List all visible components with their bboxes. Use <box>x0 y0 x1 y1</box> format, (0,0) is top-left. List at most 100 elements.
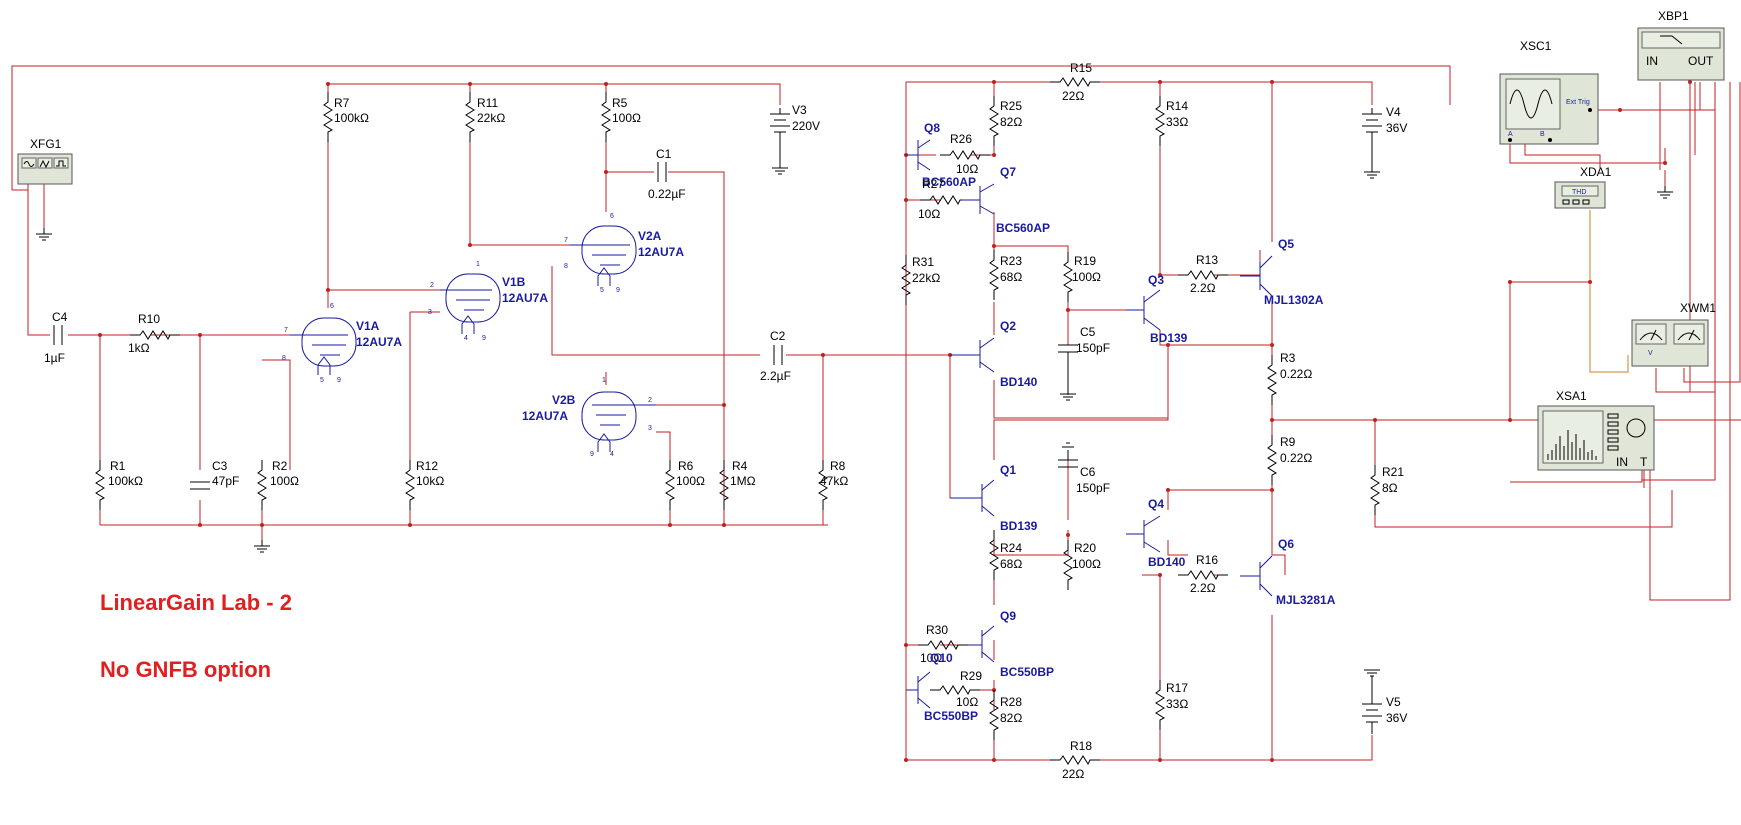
xbp1-in: IN <box>1646 54 1658 68</box>
q4-ref: Q4 <box>1148 497 1164 511</box>
resistor-r4: R4 1MΩ <box>719 459 756 511</box>
svg-text:2: 2 <box>648 397 652 404</box>
r14-value: 33Ω <box>1166 115 1188 129</box>
r23-value: 68Ω <box>1000 270 1022 284</box>
r11-value: 22kΩ <box>477 111 505 125</box>
xbp1-out: OUT <box>1688 54 1714 68</box>
v5-value: 36V <box>1386 711 1407 725</box>
xda1-label: XDA1 <box>1580 165 1612 179</box>
v2b-value: 12AU7A <box>522 409 568 423</box>
r5-ref: R5 <box>612 96 628 110</box>
xsc1-label: XSC1 <box>1520 39 1552 53</box>
q2-ref: Q2 <box>1000 319 1016 333</box>
xsc1-b: B <box>1540 131 1545 138</box>
resistor-r30: R30 10Ω <box>917 623 969 665</box>
resistor-r1: R1 100kΩ <box>95 459 143 511</box>
r21-value: 8Ω <box>1382 481 1398 495</box>
r17-value: 33Ω <box>1166 697 1188 711</box>
transistor-q8: Q8 BC560AP <box>906 121 976 189</box>
r21-ref: R21 <box>1382 465 1404 479</box>
q8-ref: Q8 <box>924 121 940 135</box>
r20-value: 100Ω <box>1072 557 1101 571</box>
r14-ref: R14 <box>1166 99 1188 113</box>
capacitor-c3: C3 47pF <box>190 459 239 490</box>
resistor-r15: R15 22Ω <box>1049 61 1101 103</box>
r27-ref: R27 <box>922 177 944 191</box>
transistor-q3: Q3 BD139 <box>1126 273 1188 345</box>
q1-value: BD139 <box>1000 519 1038 533</box>
r28-ref: R28 <box>1000 695 1022 709</box>
oscilloscope-xsc1[interactable]: XSC1 Ext Trig A B <box>1499 39 1599 145</box>
capacitor-c4: C4 1µF <box>44 310 68 365</box>
r6-value: 100Ω <box>676 474 705 488</box>
function-generator-xfg1[interactable]: XFG1 <box>17 137 73 185</box>
q10-ref: Q10 <box>930 651 953 665</box>
capacitor-c5: C5 150pF <box>1058 325 1110 401</box>
tube-v1a: 7 6 8 5 9 V1A 12AU7A <box>282 303 402 384</box>
svg-text:2: 2 <box>430 282 434 289</box>
spectrum-analyzer-xsa1[interactable]: XSA1 IN T <box>1537 389 1655 471</box>
r3-ref: R3 <box>1280 351 1296 365</box>
r5-value: 100Ω <box>612 111 641 125</box>
resistor-r5: R5 100Ω <box>601 91 641 143</box>
distortion-analyzer-xda1[interactable]: XDA1 THD <box>1554 165 1612 209</box>
svg-text:5: 5 <box>320 377 324 384</box>
q6-ref: Q6 <box>1278 537 1294 551</box>
q3-value: BD139 <box>1150 331 1188 345</box>
xsc1-trig: Ext Trig <box>1566 99 1590 106</box>
q5-value: MJL1302A <box>1264 293 1324 307</box>
resistor-r31: R31 22kΩ <box>901 254 940 306</box>
q4-value: BD140 <box>1148 555 1186 569</box>
svg-text:3: 3 <box>648 425 652 432</box>
transistor-q4: Q4 BD140 <box>1126 497 1186 569</box>
xsc1-a: A <box>1508 131 1513 138</box>
svg-text:8: 8 <box>282 355 286 362</box>
c6-ref: C6 <box>1080 465 1096 479</box>
svg-text:8: 8 <box>564 263 568 270</box>
c4-ref: C4 <box>52 310 68 324</box>
wattmeter-xwm1[interactable]: XWM1 V <box>1631 301 1716 367</box>
wires <box>11 65 1741 761</box>
r15-value: 22Ω <box>1062 89 1084 103</box>
resistor-r3: R3 0.22Ω <box>1267 351 1312 406</box>
r19-value: 100Ω <box>1072 270 1101 284</box>
resistor-r9: R9 0.22Ω <box>1267 434 1312 486</box>
v1a-ref: V1A <box>356 319 380 333</box>
battery-v5: V5 36V <box>1362 669 1407 734</box>
resistor-r27: R27 10Ω <box>918 177 971 221</box>
c2-ref: C2 <box>770 329 786 343</box>
r10-value: 1kΩ <box>128 341 150 355</box>
r8-ref: R8 <box>830 459 846 473</box>
v3-ref: V3 <box>792 103 807 117</box>
c1-ref: C1 <box>656 147 672 161</box>
transistor-q2: Q2 BD140 <box>950 319 1038 389</box>
resistor-r21: R21 8Ω <box>1370 464 1404 516</box>
transistor-q10: Q10 BC550BP <box>906 651 978 723</box>
bode-plotter-xbp1[interactable]: XBP1 IN OUT <box>1637 9 1725 81</box>
resistor-r28: R28 82Ω <box>989 689 1022 741</box>
c3-value: 47pF <box>212 474 239 488</box>
r20-ref: R20 <box>1074 541 1096 555</box>
xwm1-v: V <box>1648 350 1653 357</box>
r6-ref: R6 <box>678 459 694 473</box>
battery-v3: V3 220V <box>770 103 820 175</box>
xda1-screen: THD <box>1572 189 1586 196</box>
xfg1-label: XFG1 <box>30 137 62 151</box>
svg-text:5: 5 <box>600 287 604 294</box>
r12-ref: R12 <box>416 459 438 473</box>
r18-ref: R18 <box>1070 739 1092 753</box>
q9-ref: Q9 <box>1000 609 1016 623</box>
r26-ref: R26 <box>950 132 972 146</box>
resistor-r8: R8 47kΩ <box>818 459 848 511</box>
r4-ref: R4 <box>732 459 748 473</box>
resistor-r25: R25 82Ω <box>989 95 1022 147</box>
v5-ref: V5 <box>1386 695 1401 709</box>
r1-ref: R1 <box>110 459 126 473</box>
transistor-q9: Q9 BC550BP <box>968 609 1054 679</box>
svg-text:9: 9 <box>337 377 341 384</box>
capacitor-c6: C6 150pF <box>1058 442 1110 495</box>
resistor-r26: R26 10Ω <box>939 132 991 176</box>
tube-v2a: 7 6 8 5 9 V2A 12AU7A <box>564 213 684 294</box>
r2-ref: R2 <box>272 459 288 473</box>
transistor-q7: Q7 BC560AP <box>962 165 1050 235</box>
